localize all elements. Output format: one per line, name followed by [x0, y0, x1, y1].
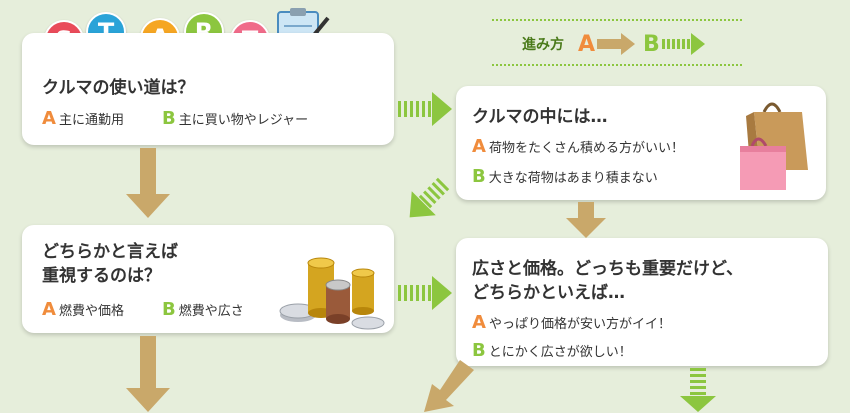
legend-divider-bottom [492, 64, 742, 66]
arrow-a-down-priority [126, 336, 170, 412]
option-a-letter: A [42, 108, 56, 129]
arrow-a-diagonal-space-price [424, 360, 474, 412]
option-a-text: やっぱり価格が安い方がイイ！ [488, 317, 671, 332]
space-price-option-b[interactable]: B とにかく広さが欲しい！ [472, 340, 632, 361]
space-price-question-line1: 広さと価格。どっちも重要だけど、 [472, 259, 744, 279]
shopping-bags-icon [740, 102, 808, 190]
option-b-letter: B [472, 166, 486, 187]
option-a-text: 荷物をたくさん積める方がいい！ [488, 141, 684, 156]
space-price-question-card: 広さと価格。どっちも重要だけど、 どちらかといえば… A やっぱり価格が安い方が… [456, 238, 828, 366]
coins-icon [279, 257, 385, 330]
arrow-b-down-space-price [680, 368, 716, 412]
option-b-letter: B [162, 108, 176, 129]
interior-option-a[interactable]: A 荷物をたくさん積める方がいい！ [472, 136, 684, 157]
legend-label: 進み方 [522, 37, 564, 53]
option-a-letter: A [472, 312, 486, 333]
usage-option-b[interactable]: B 主に買い物やレジャー [162, 108, 308, 129]
interior-option-b[interactable]: B 大きな荷物はあまり積まない [472, 166, 658, 187]
priority-question-line2: 重視するのは？ [42, 266, 161, 286]
option-a-letter: A [472, 136, 486, 157]
arrow-b-right-usage [398, 92, 452, 126]
arrow-a-down-usage [126, 148, 170, 218]
priority-option-b[interactable]: B 燃費や広さ [162, 299, 244, 320]
usage-question: クルマの使い道は？ [42, 78, 195, 98]
legend-b-letter: B [643, 31, 660, 57]
option-a-text: 主に通勤用 [58, 113, 124, 128]
legend-divider-top [492, 19, 742, 21]
arrow-b-right-priority [398, 276, 452, 310]
interior-question: クルマの中には… [472, 107, 608, 127]
option-b-text: 燃費や広さ [178, 304, 244, 319]
priority-question-card: どちらかと言えば 重視するのは？ A 燃費や価格 B 燃費や広さ [22, 225, 394, 333]
option-b-text: 主に買い物やレジャー [178, 113, 309, 128]
legend-a-letter: A [578, 31, 596, 57]
option-b-letter: B [162, 299, 176, 320]
interior-question-card: クルマの中には… A 荷物をたくさん積める方がいい！ B 大きな荷物はあまり積ま… [456, 86, 826, 200]
legend: 進み方 A B [522, 30, 752, 58]
legend-a-arrow-icon [597, 33, 636, 55]
option-b-text: とにかく広さが欲しい！ [488, 345, 632, 360]
usage-question-card: クルマの使い道は？ A 主に通勤用 B 主に買い物やレジャー [22, 33, 394, 145]
priority-question-line1: どちらかと言えば [42, 242, 178, 262]
usage-option-a[interactable]: A 主に通勤用 [42, 108, 124, 129]
option-b-text: 大きな荷物はあまり積まない [488, 171, 658, 186]
priority-option-a[interactable]: A 燃費や価格 [42, 299, 124, 320]
option-a-letter: A [42, 299, 56, 320]
option-a-text: 燃費や価格 [58, 304, 124, 319]
arrow-b-diagonal-interior [409, 177, 450, 218]
legend-b-arrow-icon [661, 33, 705, 55]
option-b-letter: B [472, 340, 486, 361]
arrow-a-down-interior [566, 202, 606, 238]
space-price-question-line2: どちらかといえば… [472, 283, 625, 303]
space-price-option-a[interactable]: A やっぱり価格が安い方がイイ！ [472, 312, 671, 333]
